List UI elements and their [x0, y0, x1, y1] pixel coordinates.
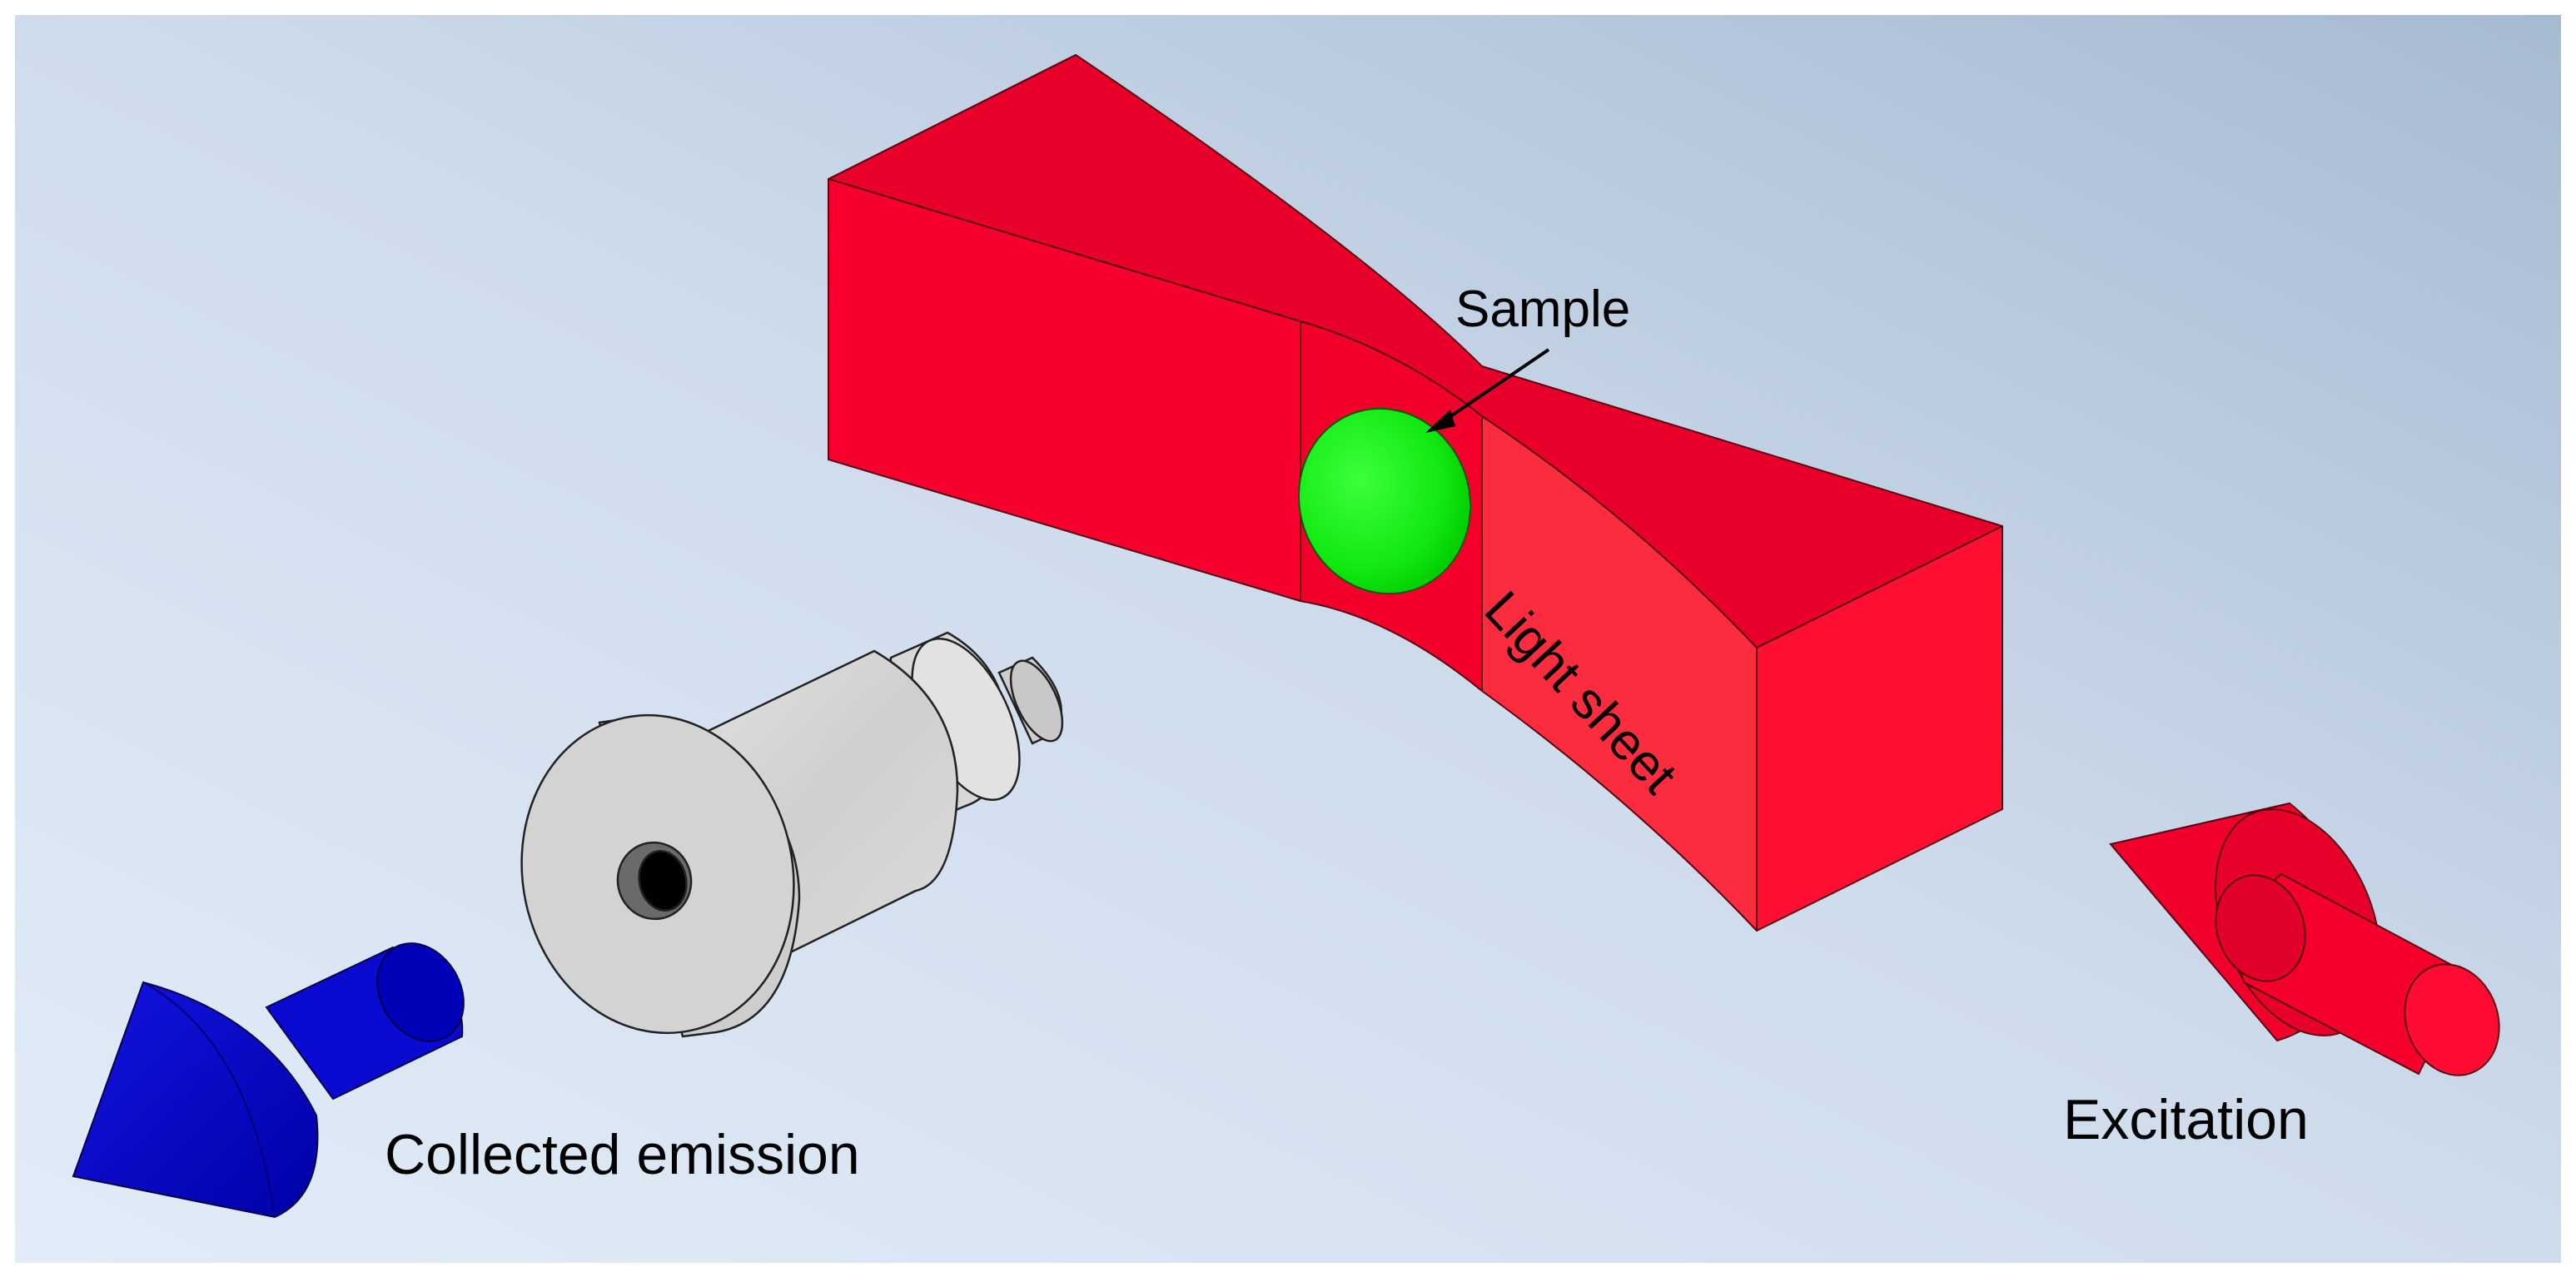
objective-lens-icon [520, 631, 1064, 1038]
light-sheet-shape [828, 54, 2003, 932]
arrow-left-up-icon [2109, 802, 2500, 1076]
sample-sphere [1298, 407, 1471, 595]
label-collected-emission: Collected emission [385, 1123, 860, 1186]
label-sample: Sample [1455, 281, 1630, 338]
sample-pointer-arrow [1425, 348, 1550, 433]
arrow-left-down-icon [72, 942, 465, 1219]
label-excitation: Excitation [2063, 1088, 2309, 1151]
background [15, 15, 2561, 1263]
